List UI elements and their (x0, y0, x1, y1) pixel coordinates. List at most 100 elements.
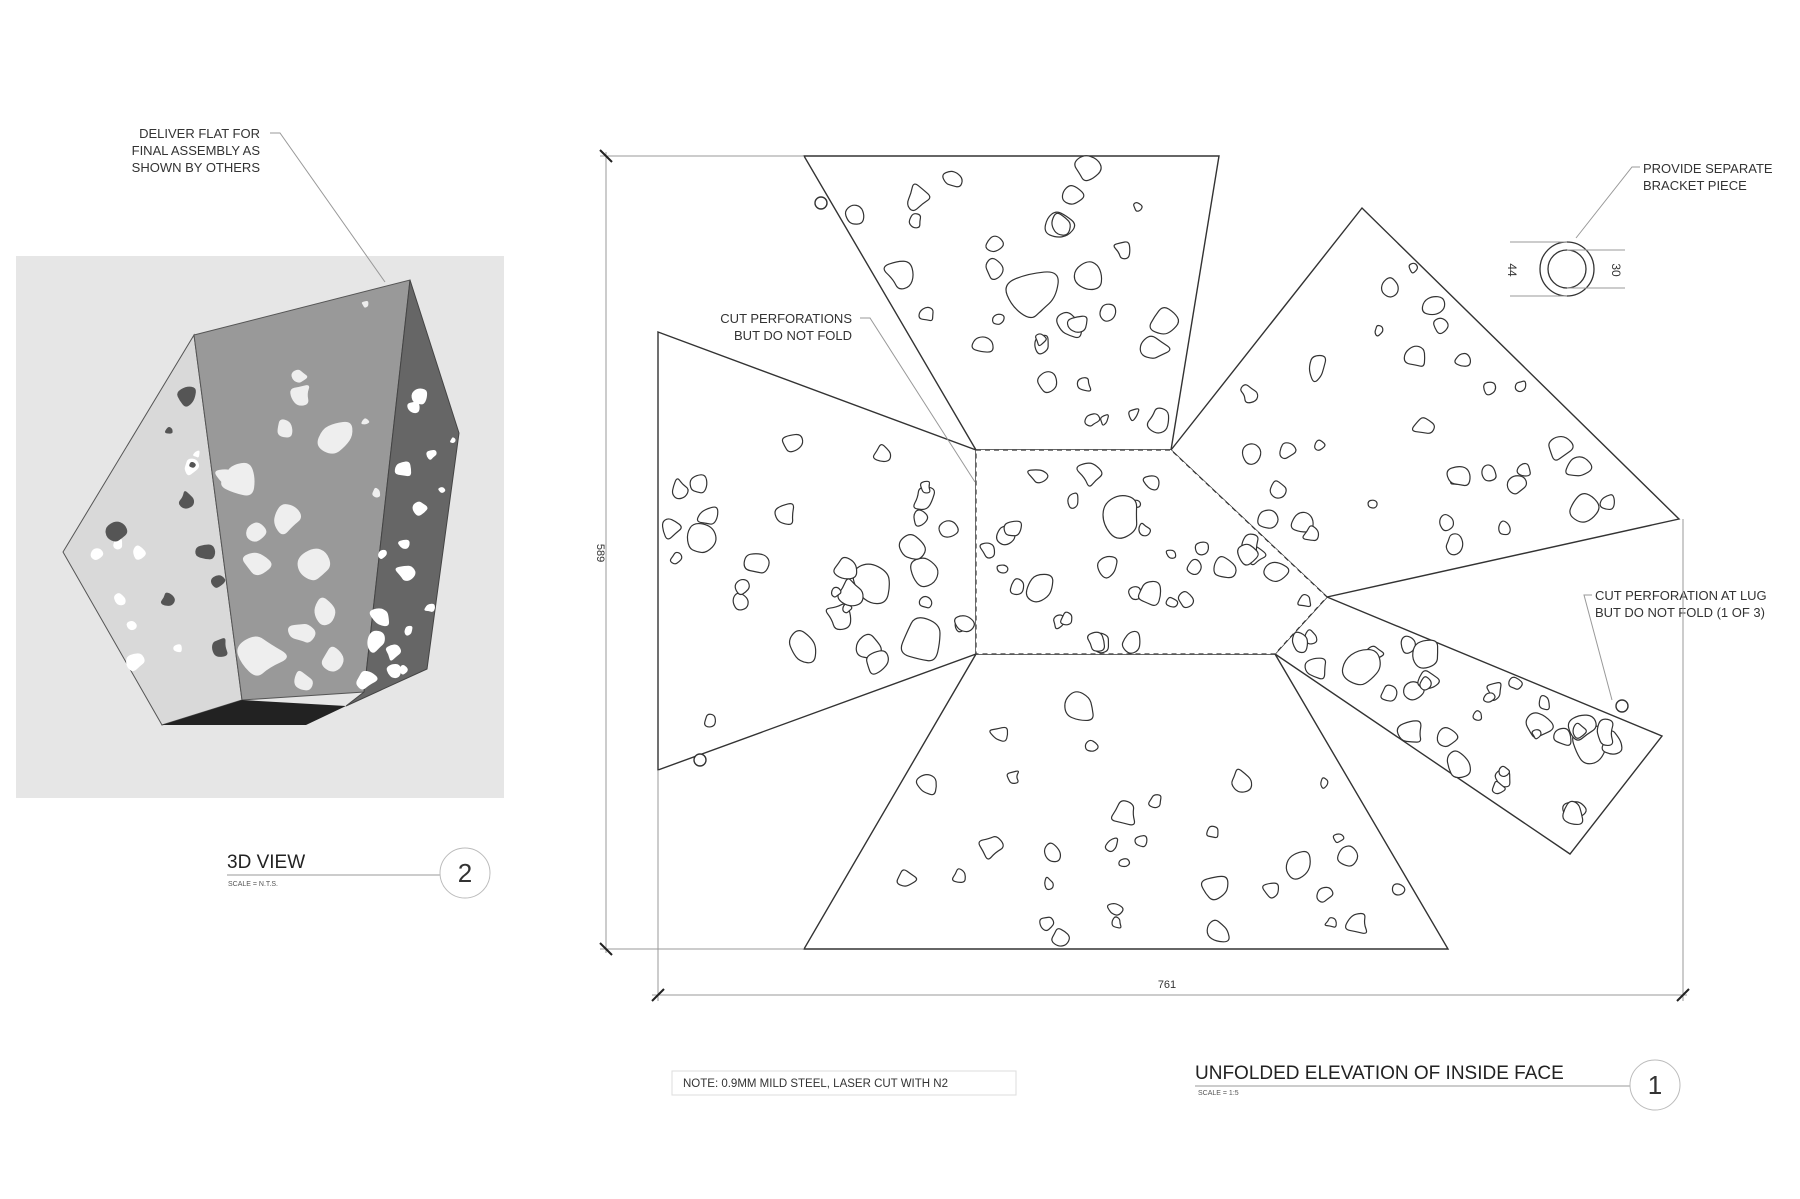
perforation-hole (1118, 858, 1131, 868)
perforation-hole (1067, 492, 1079, 509)
perforation-hole (193, 450, 200, 458)
perforation-hole (288, 624, 316, 643)
perforation-hole (246, 522, 267, 542)
perforation-hole (1044, 876, 1054, 891)
perforation-hole (1380, 277, 1399, 298)
perforation-hole (907, 183, 931, 212)
perforation-hole (1035, 333, 1047, 347)
perforation-hole (411, 388, 428, 405)
perforation-hole (1439, 513, 1455, 532)
perforation-hole (1374, 324, 1384, 337)
perforation-hole (1121, 630, 1141, 654)
perforation-hole (1074, 155, 1102, 182)
perforation-hole (133, 545, 146, 560)
perforation-hole (1003, 520, 1023, 537)
perforation-hole (1320, 777, 1329, 789)
perforation-hole (844, 204, 865, 225)
perforation-hole (1531, 729, 1542, 740)
perforation-hole (1498, 765, 1511, 778)
perforation-hole (1200, 875, 1229, 901)
perforation-hole (314, 597, 336, 626)
perforation-hole (212, 638, 228, 657)
perforation-hole (277, 419, 293, 438)
perforation-hole (378, 549, 387, 560)
perforation-hole (781, 433, 804, 453)
bracket-outer-dim: 44 (1505, 263, 1519, 277)
perforation-hole (989, 726, 1009, 742)
perforation-hole (1139, 335, 1171, 359)
perforation-hole (704, 713, 716, 728)
perforation-hole (1538, 694, 1550, 711)
perforation-hole (1076, 462, 1103, 487)
perforation-hole (734, 578, 750, 596)
bracket-inner-dim: 30 (1609, 263, 1623, 277)
height-dim-label: 589 (594, 544, 606, 562)
elevation-title: UNFOLDED ELEVATION OF INSIDE FACE (1195, 1063, 1564, 1084)
lug-callout-2: BUT DO NOT FOLD (1 OF 3) (1595, 605, 1765, 620)
perforation-hole (317, 421, 353, 454)
perforation-hole (1134, 835, 1148, 848)
perforation-hole (1516, 462, 1531, 477)
perforation-hole (1436, 727, 1459, 748)
perforation-hole (938, 520, 959, 538)
perforation-hole (1102, 495, 1138, 539)
perforation-hole (1297, 593, 1312, 608)
perforation-hole (1411, 417, 1435, 434)
perforation-hole (1060, 611, 1073, 626)
perforation-hole (221, 462, 255, 496)
perforation-hole (1206, 919, 1230, 943)
perforation-hole (1148, 794, 1162, 809)
perforation-hole (1562, 800, 1584, 826)
perforation-hole (918, 595, 933, 609)
perforation-hole (900, 617, 941, 662)
bracket-leader (1575, 166, 1640, 239)
3d-view-number-bubble (439, 847, 491, 899)
perforation-hole (1051, 212, 1071, 236)
perforation-hole (1445, 533, 1464, 556)
3d-perforations (90, 301, 456, 691)
elevation-number: 1 (1648, 1070, 1662, 1100)
perforation-hole (1482, 692, 1496, 703)
perforations-leader (860, 317, 976, 483)
perforation-hole (1051, 928, 1070, 947)
perforation-hole (1257, 509, 1279, 529)
perforation-hole (426, 449, 437, 460)
perforation-hole (743, 553, 770, 574)
perforation-hole (913, 509, 929, 527)
perforation-hole (369, 608, 390, 627)
perforation-hole (1206, 825, 1219, 839)
perforation-hole (1433, 317, 1449, 335)
perforation-hole (294, 670, 313, 691)
perforation-hole (1498, 520, 1511, 536)
deliver-flat-leader (270, 132, 386, 283)
perforation-hole (1285, 850, 1311, 880)
perforation-hole (1073, 261, 1103, 291)
perforation-hole (883, 260, 914, 290)
lug (1615, 699, 1629, 713)
perforation-hole (399, 664, 408, 675)
perforation-hole (1491, 780, 1506, 795)
perforation-hole (991, 313, 1005, 325)
material-note: NOTE: 0.9MM MILD STEEL, LASER CUT WITH N… (683, 1078, 948, 1090)
perforation-hole (1316, 886, 1334, 903)
perforation-hole (1572, 722, 1587, 739)
perforation-hole (404, 625, 413, 636)
perforation-hole (942, 170, 963, 188)
perforation-hole (1027, 469, 1049, 484)
perforation-hole (424, 603, 436, 612)
perforation-hole (177, 386, 196, 407)
elevation-number-bubble (1629, 1059, 1681, 1111)
perforation-hole (1061, 185, 1085, 205)
perforation-hole (908, 213, 922, 229)
perforation-hole (954, 615, 975, 633)
perforation-hole (1308, 354, 1327, 383)
perforation-hole (979, 542, 996, 559)
perforation-hole (372, 487, 381, 498)
perforations-callout-2: BUT DO NOT FOLD (734, 328, 852, 343)
perforation-hole (689, 474, 708, 494)
perforation-hole (1514, 380, 1527, 393)
perforation-hole (919, 480, 931, 494)
perforation-hole (1213, 556, 1237, 579)
